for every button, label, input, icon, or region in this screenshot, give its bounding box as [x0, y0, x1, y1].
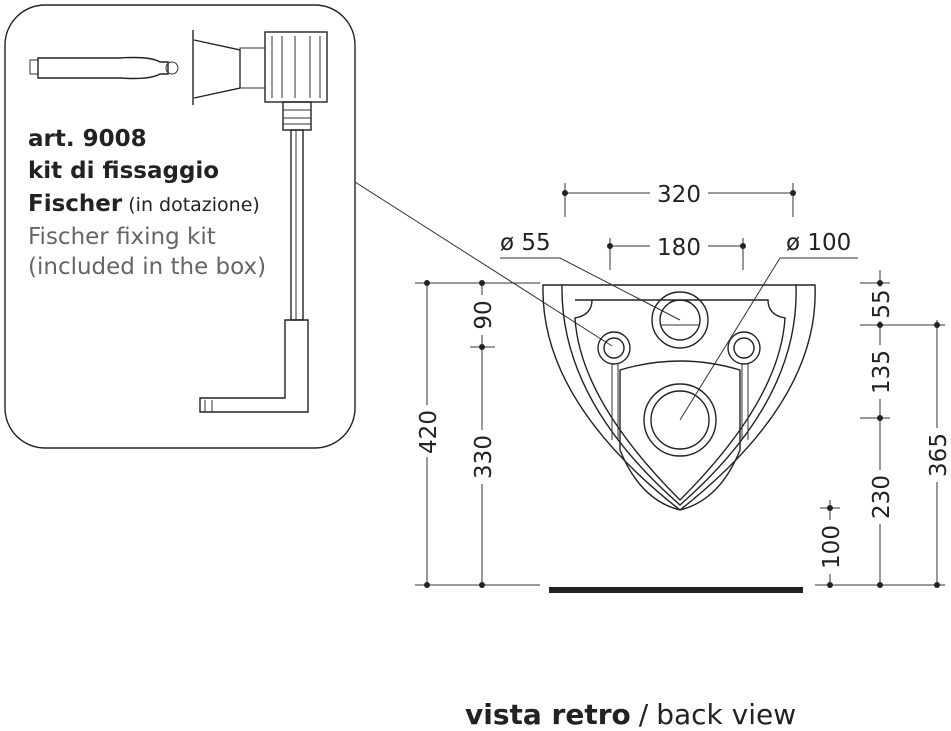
- dim-width-total: 320: [657, 182, 701, 208]
- kit-inset-frame: [4, 4, 356, 449]
- vertical-dim-labels: 420 90 330 55 135 230 365 100: [414, 287, 951, 574]
- dim-hole-large: ø 100: [786, 230, 851, 256]
- view-caption: vista retro/back view: [465, 698, 796, 731]
- toilet-back-view: [542, 284, 816, 511]
- caption-it: vista retro: [465, 698, 631, 731]
- dim-right-total: 365: [926, 433, 951, 477]
- dim-lower-height: 330: [471, 435, 497, 479]
- caption-separator: /: [639, 698, 649, 731]
- fixing-kit-drawing: [29, 30, 328, 413]
- kit-name-en: Fischer fixing kit: [28, 224, 216, 250]
- floor-line: [549, 587, 803, 593]
- kit-leader-line: [354, 181, 613, 347]
- dim-width-holes: 180: [657, 235, 701, 261]
- dimension-dots: [424, 190, 940, 588]
- dim-height-total: 420: [416, 410, 442, 454]
- kit-brand: Fischer: [28, 191, 123, 217]
- dim-top-offset: 90: [471, 300, 497, 329]
- dim-hole-small: ø 55: [500, 230, 551, 256]
- dim-right-low: 230: [869, 475, 895, 519]
- kit-included-it: (in dotazione): [128, 194, 260, 216]
- dim-floor-gap: 100: [819, 525, 845, 569]
- kit-article: art. 9008: [28, 126, 147, 152]
- kit-included-en: (included in the box): [28, 254, 266, 280]
- dim-right-mid: 135: [869, 350, 895, 394]
- dim-right-top: 55: [869, 289, 895, 318]
- caption-en: back view: [656, 698, 796, 731]
- kit-name-it: kit di fissaggio: [28, 158, 219, 184]
- kit-brand-line: Fischer(in dotazione): [28, 191, 260, 217]
